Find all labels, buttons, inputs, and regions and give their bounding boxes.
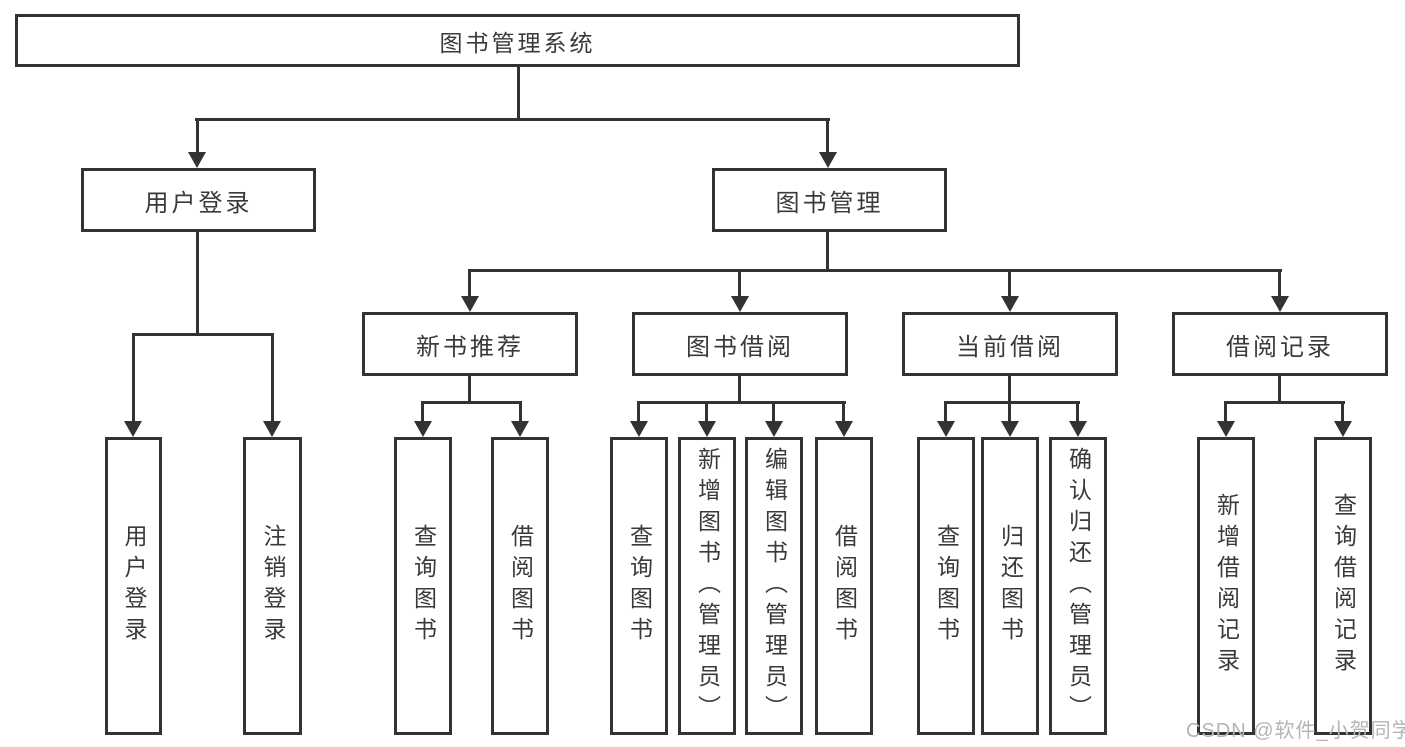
node-current-borrow: 当前借阅 [902,312,1118,376]
leaf-borrow-borrow: 借阅图书 [815,437,873,735]
connector-line [468,269,471,298]
connector-line [132,333,274,336]
leaf-borrow-query: 查询图书 [610,437,668,735]
leaf-current-query-label: 查询图书 [933,524,960,648]
arrowhead-icon [188,152,206,168]
arrowhead-icon [819,152,837,168]
arrowhead-icon [1069,421,1087,437]
connector-line [1278,374,1281,404]
connector-line [1008,269,1011,298]
leaf-current-confirm-label: 确认归还（管理员） [1065,446,1092,726]
node-current-borrow-label: 当前借阅 [956,333,1064,361]
connector-line [196,118,199,155]
node-book-borrow: 图书借阅 [632,312,848,376]
leaf-current-query: 查询图书 [917,437,975,735]
arrowhead-icon [630,421,648,437]
connector-line [421,401,522,404]
node-book-mgmt-label: 图书管理 [775,189,884,217]
node-borrow-records: 借阅记录 [1172,312,1388,376]
connector-line [1224,401,1345,404]
leaf-current-confirm: 确认归还（管理员） [1049,437,1107,735]
arrowhead-icon [698,421,716,437]
leaf-borrow-edit: 编辑图书（管理员） [745,437,803,735]
node-user-login-label: 用户登录 [144,189,253,217]
arrowhead-icon [1001,296,1019,312]
node-new-book-rec-label: 新书推荐 [416,333,524,361]
connector-line [842,401,845,423]
connector-line [637,401,846,404]
node-borrow-records-label: 借阅记录 [1226,333,1334,361]
arrowhead-icon [263,421,281,437]
connector-line [195,118,830,121]
arrowhead-icon [1271,296,1289,312]
arrowhead-icon [937,421,955,437]
connector-line [196,230,199,336]
connector-line [271,333,274,423]
connector-line [1341,401,1344,423]
connector-line [1076,401,1079,423]
leaf-borrow-borrow-label: 借阅图书 [831,524,858,648]
node-book-mgmt: 图书管理 [712,168,947,232]
leaf-logout-label: 注销登录 [260,524,286,648]
connector-line [1008,401,1011,423]
connector-line [1224,401,1227,423]
arrowhead-icon [1334,421,1352,437]
leaf-borrow-edit-label: 编辑图书（管理员） [761,446,788,726]
connector-line [132,333,135,423]
connector-line [738,374,741,404]
leaf-current-return: 归还图书 [981,437,1039,735]
node-new-book-rec: 新书推荐 [362,312,578,376]
connector-line [826,230,829,272]
connector-line [826,118,829,155]
node-root-label: 图书管理系统 [439,29,596,56]
leaf-borrow-query-label: 查询图书 [626,524,653,648]
connector-line [637,401,640,423]
connector-line [421,401,424,423]
leaf-newbook-borrow: 借阅图书 [491,437,549,735]
arrowhead-icon [731,296,749,312]
arrowhead-icon [511,421,529,437]
leaf-borrow-add: 新增图书（管理员） [678,437,736,735]
arrowhead-icon [1217,421,1235,437]
connector-line [468,269,1282,272]
leaf-borrow-add-label: 新增图书（管理员） [694,446,721,726]
arrowhead-icon [124,421,142,437]
leaf-newbook-borrow-label: 借阅图书 [507,524,534,648]
leaf-current-return-label: 归还图书 [997,524,1024,648]
leaf-records-add-label: 新增借阅记录 [1213,493,1240,679]
connector-line [772,401,775,423]
connector-line [517,65,520,121]
arrowhead-icon [765,421,783,437]
node-book-borrow-label: 图书借阅 [686,333,794,361]
arrowhead-icon [835,421,853,437]
leaf-user-login: 用户登录 [105,437,162,735]
arrowhead-icon [414,421,432,437]
connector-line [705,401,708,423]
leaf-records-query: 查询借阅记录 [1314,437,1372,735]
node-user-login: 用户登录 [81,168,316,232]
connector-line [1278,269,1281,298]
connector-line [944,401,1080,404]
connector-line [519,401,522,423]
leaf-records-query-label: 查询借阅记录 [1330,493,1357,679]
arrowhead-icon [1001,421,1019,437]
leaf-newbook-query-label: 查询图书 [410,524,437,648]
leaf-logout: 注销登录 [243,437,302,735]
leaf-records-add: 新增借阅记录 [1197,437,1255,735]
arrowhead-icon [461,296,479,312]
connector-line [738,269,741,298]
connector-line [944,401,947,423]
leaf-newbook-query: 查询图书 [394,437,452,735]
connector-line [468,374,471,404]
leaf-user-login-label: 用户登录 [121,524,147,648]
watermark: CSDN @软件_小贺同学 [1186,720,1405,742]
connector-line [1008,374,1011,404]
node-root: 图书管理系统 [15,14,1020,67]
